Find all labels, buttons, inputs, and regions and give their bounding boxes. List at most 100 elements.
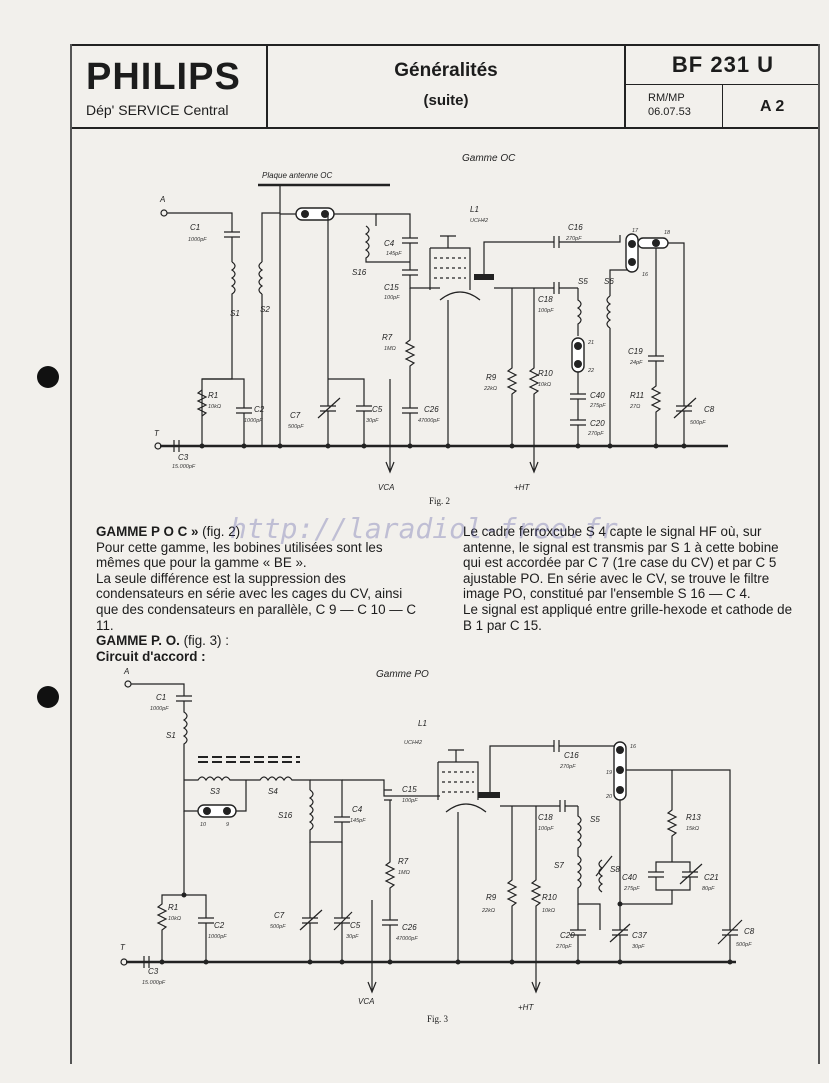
label: S1 [230,309,240,318]
switch-contact [625,233,639,273]
label: R7 [398,857,409,866]
brand-logo: PHILIPS [86,56,241,98]
label: A [159,195,165,204]
label: 100pF [402,798,418,804]
label: 270pF [555,944,572,950]
label: 1000pF [188,237,207,243]
label: 21 [587,340,594,346]
label: R1 [208,391,218,400]
ref-code: RM/MP [648,92,685,104]
label: C4 [352,805,363,814]
label: 80pF [702,886,715,892]
figure-3-schematic: Gamme PO A C1 1000pF S1 S3 S4 10 9 S16 C… [120,667,755,1012]
paragraph: La seule différence est la suppression d… [96,570,417,633]
label: UCH42 [404,740,422,746]
antenna-terminal [124,680,132,688]
antenna-terminal [160,209,168,217]
label: 500pF [288,424,304,430]
label: S8 [610,865,620,874]
label: 17 [632,228,639,234]
label: C20 [560,931,575,940]
title-block: Généralités (suite) [268,46,626,128]
label: 16 [630,744,637,750]
page-subtitle: (suite) [423,92,469,109]
label: 500pF [736,942,752,948]
page-title: Généralités [394,60,498,81]
label: C2 [214,921,225,930]
label: C18 [538,813,553,822]
binder-hole [37,366,59,388]
paragraph: Pour cette gamme, les bobines utilisées … [96,539,383,571]
label: C20 [590,419,605,428]
label: S6 [604,277,614,286]
figure-ref: (fig. 2) [202,524,241,539]
earth-terminal [154,442,162,450]
figure-3-caption: Fig. 3 [427,1014,449,1024]
label: 270pF [587,431,604,437]
label: 500pF [690,420,706,426]
tube-ucn42 [429,235,494,446]
label: 15.000pF [172,464,196,470]
figure-heading: Gamme OC [462,153,516,164]
label: 100pF [538,308,554,314]
paragraph: Le signal est appliqué entre grille-hexo… [463,601,793,633]
label: R9 [486,373,497,382]
label: C7 [290,411,301,420]
label: 10kΩ [542,908,555,914]
label: 1000pF [150,706,169,712]
label: 24pF [629,360,643,366]
label: R9 [486,893,497,902]
label: C8 [704,405,715,414]
paragraph: Le cadre ferroxcube S 4 capte le signal … [463,524,779,602]
label: R10 [538,369,553,378]
label: 1MΩ [384,346,396,352]
label: 22kΩ [481,908,495,914]
label: C3 [178,453,189,462]
label: R1 [168,903,178,912]
label: C3 [148,967,159,976]
label: 9 [226,822,229,828]
label: T [120,943,126,952]
label: 275pF [589,403,606,409]
right-column-text: Le cadre ferroxcube S 4 capte le signal … [463,524,793,633]
label: R11 [630,391,644,400]
label: 47000pF [396,936,418,942]
label: 18 [664,230,671,236]
label: 145pF [350,818,366,824]
section-heading: GAMME P O C » [96,524,199,539]
label: C16 [564,751,579,760]
subsection-heading: Circuit d'accord : [96,648,206,664]
label: 19 [606,770,612,776]
label: S1 [166,731,176,740]
label: S4 [268,787,278,796]
label: 47000pF [418,418,440,424]
ref-date: 06.07.53 [648,106,691,118]
label: C16 [568,223,583,232]
label: S16 [278,811,293,820]
earth-terminal [120,958,128,966]
label: VCA [358,997,374,1006]
label: C1 [190,223,200,232]
label: 145pF [386,251,402,257]
watermark-url: http://laradiol-free.fr [230,512,618,545]
figure-2-schematic: Gamme OC Plaque antenne OC A C1 1000pF S… [154,153,728,492]
label: 10kΩ [208,404,221,410]
label: 270pF [559,764,576,770]
label: A [123,667,129,676]
label: 1MΩ [398,870,410,876]
label: 20 [605,794,613,800]
label: 30pF [366,418,379,424]
label: 500pF [270,924,286,930]
label: VCA [378,483,394,492]
tube-ucn42 [437,749,500,962]
binder-hole [37,686,59,708]
label: +HT [514,483,530,492]
label: C5 [350,921,361,930]
label: S2 [260,305,270,314]
document-header: PHILIPS Dép' SERVICE Central Généralités… [70,44,820,128]
label: S16 [352,268,367,277]
label: C4 [384,239,395,248]
department-label: Dép' SERVICE Central [86,102,229,118]
label: C5 [372,405,383,414]
